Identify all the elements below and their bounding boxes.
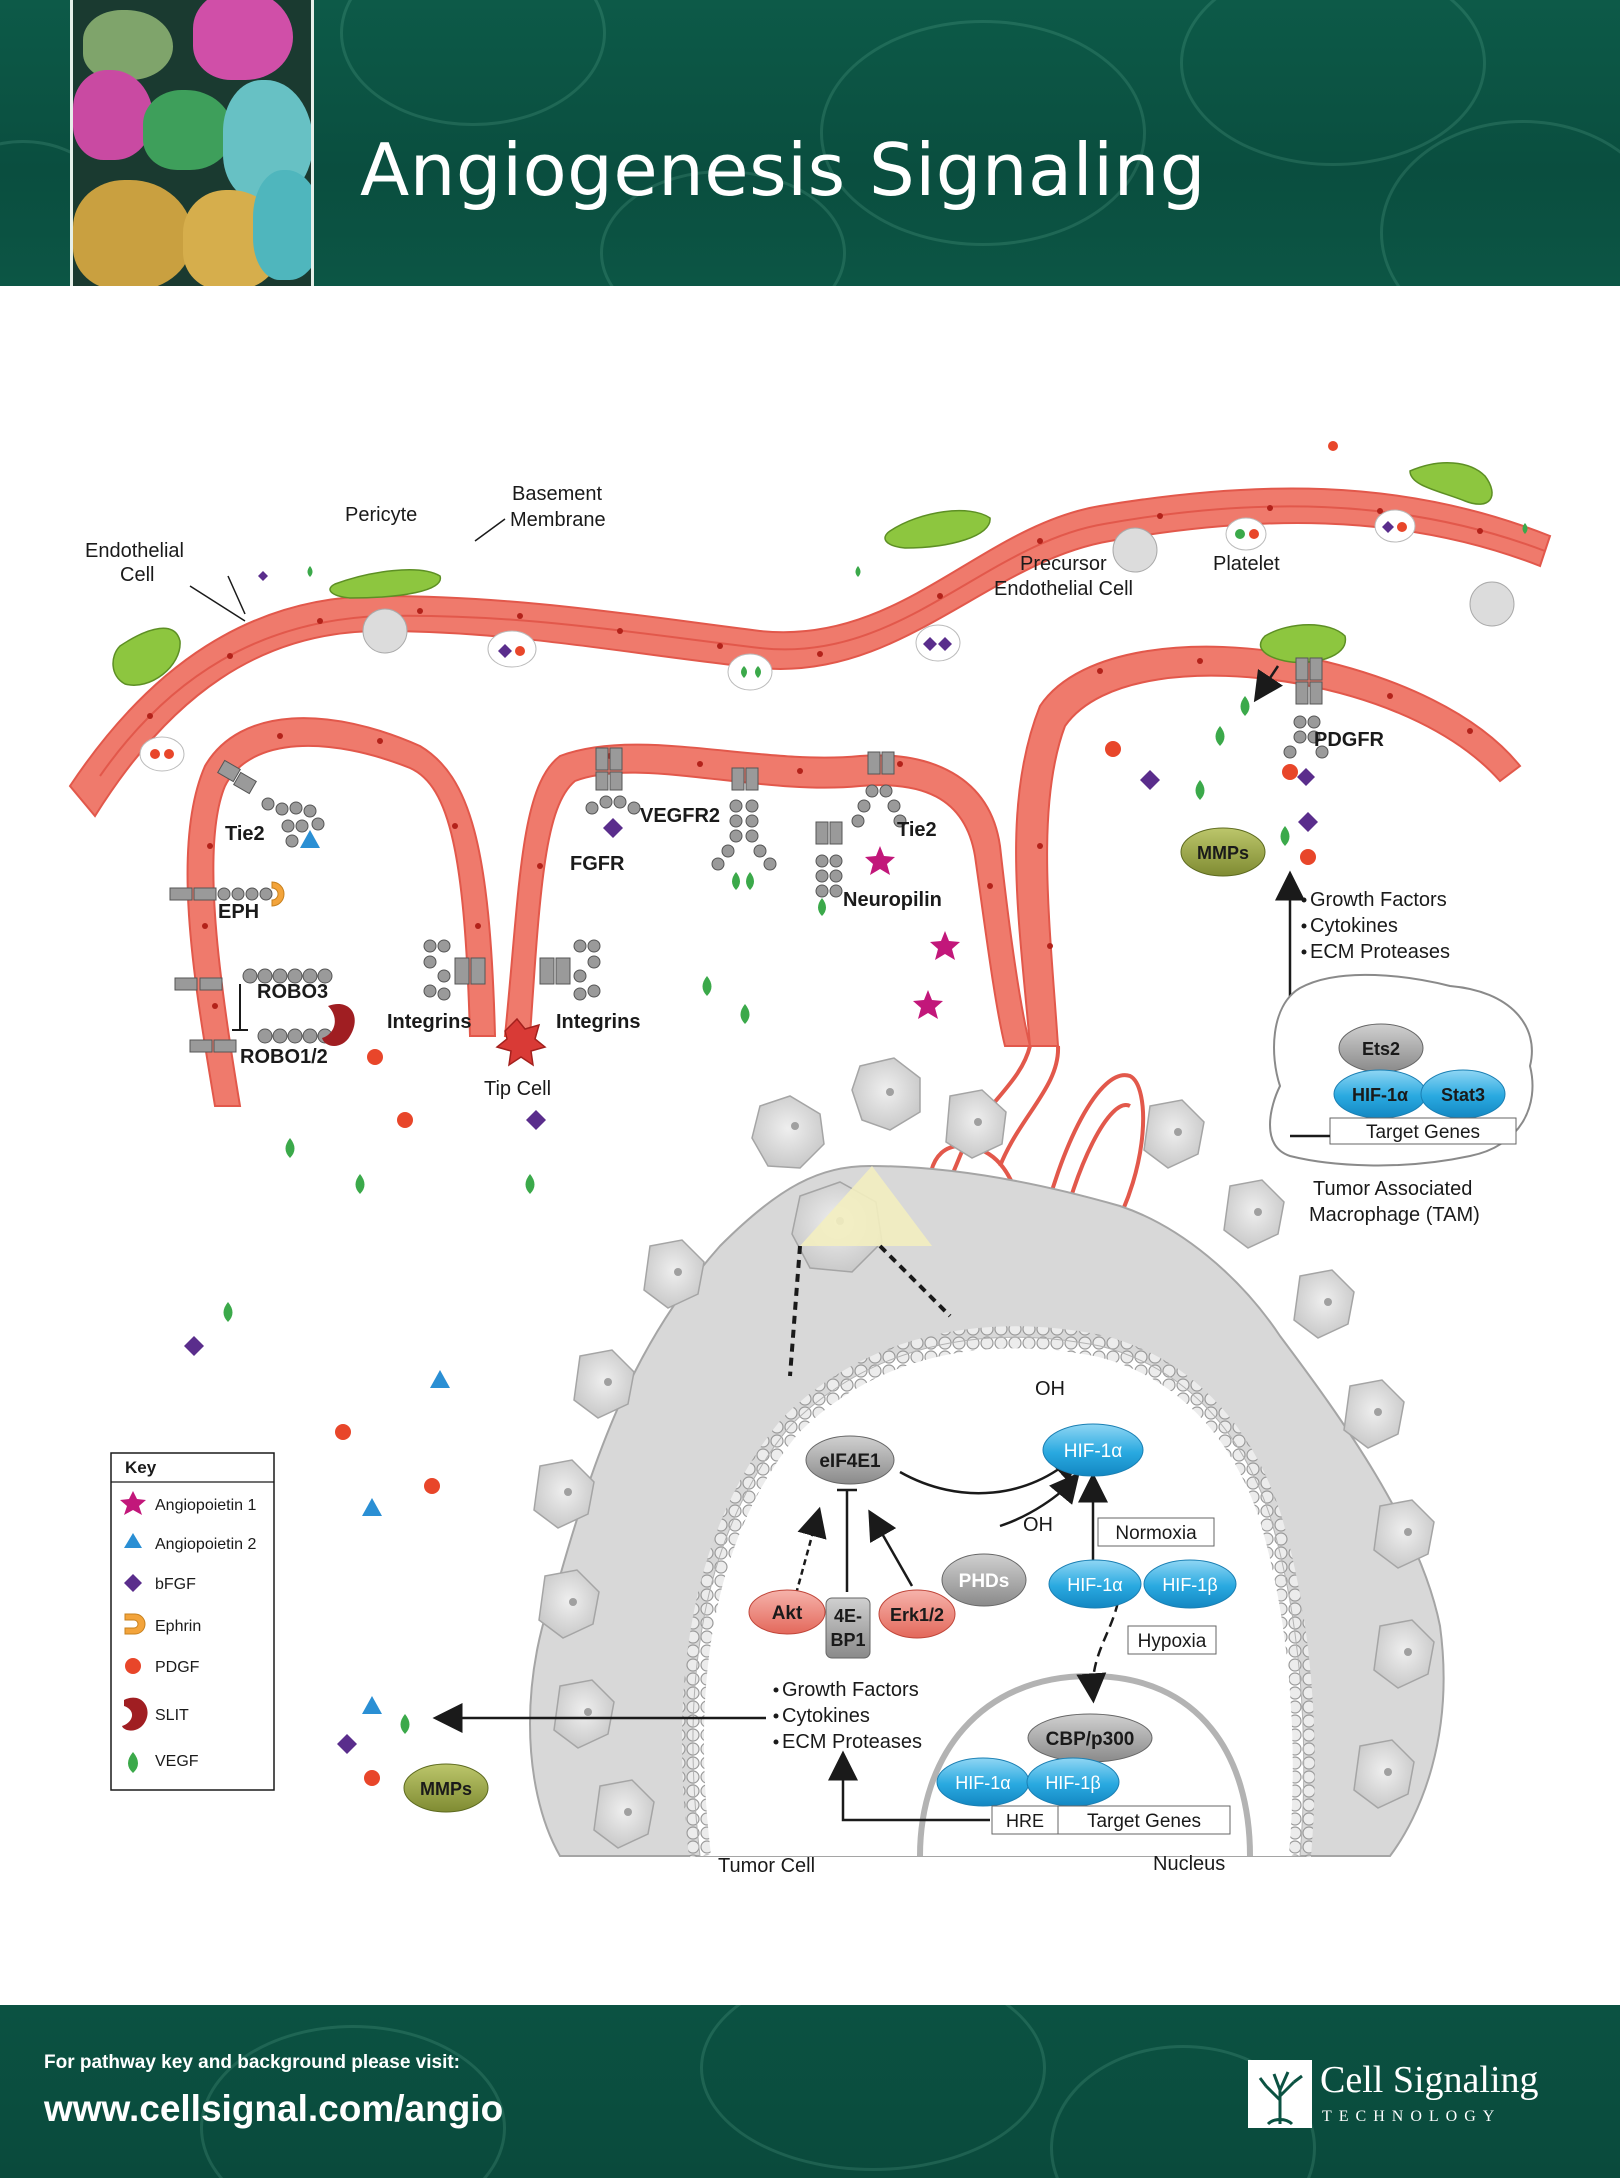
fgfr-label: FGFR [570,853,625,875]
hypoxia-label: Hypoxia [1138,1631,1207,1652]
cbp-p300-node: CBP/p300 [1046,1729,1135,1750]
key-item-label: SLIT [155,1707,189,1724]
platelet-label: Platelet [1213,553,1280,575]
right-vessel-sprout [1015,624,1522,1047]
vessel-labels: Endothelial Cell Pericyte Basement Membr… [85,483,1280,622]
stat3-node: Stat3 [1441,1085,1485,1105]
drop-icon [128,1752,138,1773]
precursor-label-1: Precursor [1020,553,1107,575]
akt-node: Akt [772,1603,803,1624]
basement-membrane-label-2: Membrane [510,509,606,531]
pericyte-label: Pericyte [345,504,417,526]
footer-url-link[interactable]: www.cellsignal.com/angio [44,2088,504,2129]
legend-key: Key Angiopoietin 1 Angiopoietin 2 bFGF E… [110,1452,275,1791]
hif1a-nuc-node: HIF-1α [955,1773,1010,1793]
vegfr2-label: VEGFR2 [640,805,720,827]
logo-name: Cell Signaling [1320,2059,1539,2101]
footer-banner [0,2005,1620,2178]
hif1a-mid-node: HIF-1α [1067,1575,1122,1595]
receptor-labels: Tie2 EPH ROBO3 ROBO1/2 Integrins Integri… [218,729,1385,1068]
page-title: Angiogenesis Signaling [360,128,1206,212]
4ebp1-node-line2: BP1 [830,1630,865,1650]
middle-vessel-sprout: Tip Cell [484,743,1032,1100]
precursor-label-2: Endothelial Cell [994,578,1133,600]
tumor-factor-2: Cytokines [782,1705,870,1727]
key-title: Key [125,1458,157,1477]
hre-label: HRE [1006,1811,1044,1831]
lumen-cells [139,441,1528,772]
key-item-label: Angiopoietin 1 [155,1497,257,1514]
tam-label-2: Macrophage (TAM) [1309,1204,1480,1226]
key-item-label: Angiopoietin 2 [155,1536,257,1553]
endothelial-cell-label-1: Endothelial [85,540,184,562]
angiogenesis-diagram: Endothelial Cell Pericyte Basement Membr… [68,441,1552,1877]
target-genes-tumor-label: Target Genes [1087,1811,1201,1832]
tip-cell-label: Tip Cell [484,1078,551,1100]
neuropilin-label: Neuropilin [843,889,942,911]
mmps-tam-node: MMPs [1197,843,1249,863]
nucleus-label: Nucleus [1153,1853,1225,1875]
tumor-factor-1: Growth Factors [782,1679,919,1701]
receptors [169,657,1329,1053]
oh-top-label: OH [1035,1378,1065,1400]
tam-factor-3: ECM Proteases [1310,941,1450,963]
tumor-associated-macrophage: MMPs Growth Factors Cytokines ECM Protea… [1180,827,1534,1226]
header-banner: Angiogenesis Signaling [0,0,1620,286]
tumor-factor-3: ECM Proteases [782,1731,922,1753]
integrins-left-label: Integrins [387,1011,471,1033]
tie2-right-label: Tie2 [897,819,937,841]
triangle-icon [124,1533,142,1548]
eph-label: EPH [218,901,259,923]
slit-icon [122,1697,148,1731]
key-item-label: PDGF [155,1659,200,1676]
bound-ligands [232,665,1315,1046]
molecular-thumbnail-image [70,0,314,286]
tie2-left-label: Tie2 [225,823,265,845]
tumor-mass [529,1057,1445,1858]
ets2-node: Ets2 [1362,1039,1400,1059]
4ebp1-node-line1: 4E- [834,1606,862,1626]
tam-factor-2: Cytokines [1310,915,1398,937]
scattered-ligands [184,696,1318,1786]
tam-factor-1: Growth Factors [1310,889,1447,911]
diamond-icon [124,1574,142,1592]
circle-icon [125,1658,141,1674]
phds-node: PHDs [959,1571,1010,1592]
robo3-label: ROBO3 [257,981,328,1003]
ephrin-icon [124,1613,146,1635]
tam-label-1: Tumor Associated [1313,1178,1472,1200]
tumor-cell-label: Tumor Cell [718,1855,815,1877]
hif1b-nuc-node: HIF-1β [1045,1773,1100,1793]
hif1a-tam-node: HIF-1α [1352,1085,1408,1105]
basement-membrane-label-1: Basement [512,483,602,505]
tumor-pathway: eIF4E1 OH HIF-1α OH Normoxia PHDs HIF-1α… [403,1378,1237,1877]
footer-info-text: For pathway key and background please vi… [44,2052,461,2073]
robo12-label: ROBO1/2 [240,1046,328,1068]
erk-node: Erk1/2 [890,1605,944,1625]
star-icon [120,1491,146,1515]
normoxia-label: Normoxia [1115,1523,1197,1544]
mmps-tumor-node: MMPs [420,1779,472,1799]
key-item-label: bFGF [155,1576,196,1593]
oh-mid-label: OH [1023,1514,1053,1536]
pericyte-cell [112,627,181,686]
key-item-label: Ephrin [155,1618,201,1635]
hif1b-mid-node: HIF-1β [1162,1575,1217,1595]
logo-subtitle: TECHNOLOGY [1322,2108,1502,2125]
eif4e1-node: eIF4E1 [819,1451,881,1472]
tree-logo-icon [1248,2060,1312,2128]
pdgfr-label: PDGFR [1314,729,1385,751]
hif1a-top-node: HIF-1α [1064,1441,1123,1462]
tip-cell [495,1017,547,1067]
endothelial-cell-label-2: Cell [120,564,154,586]
target-genes-tam-label: Target Genes [1366,1122,1480,1143]
key-item-label: VEGF [155,1753,199,1770]
left-vessel-sprout [186,717,497,1107]
integrins-right-label: Integrins [556,1011,640,1033]
